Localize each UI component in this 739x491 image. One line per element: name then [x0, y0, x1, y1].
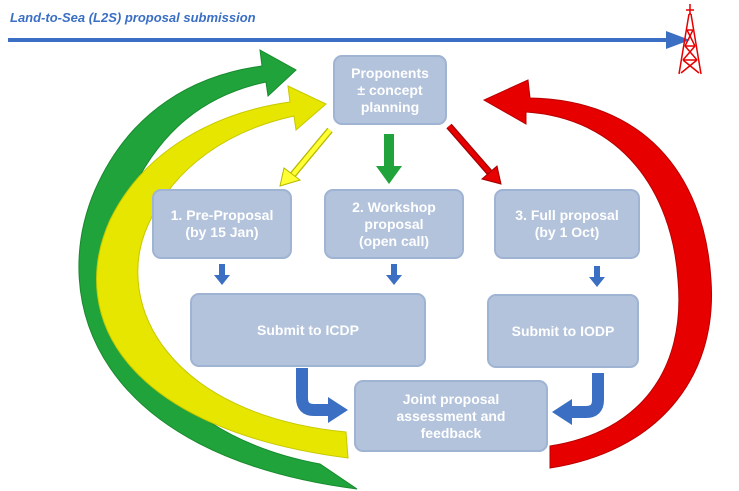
timeline-arrow: [8, 31, 690, 49]
arrow-to-workshop-proposal: [376, 134, 402, 184]
full-proposal-box: 3. Full proposal (by 1 Oct): [494, 189, 640, 259]
drill-rig-icon: [678, 4, 702, 75]
arrow-pre-to-icdp: [214, 264, 230, 285]
page-title: Land-to-Sea (L2S) proposal submission: [10, 10, 256, 25]
submit-iodp-box: Submit to IODP: [487, 294, 639, 368]
arrow-to-pre-proposal: [279, 127, 333, 187]
red-feedback-arrow: [482, 79, 713, 469]
arrow-workshop-to-icdp: [386, 264, 402, 285]
yellow-feedback-arrow: [96, 85, 349, 459]
arrow-icdp-to-assessment: [296, 368, 348, 423]
pre-proposal-box: 1. Pre-Proposal (by 15 Jan): [152, 189, 292, 259]
arrow-to-full-proposal: [446, 123, 502, 185]
arrow-iodp-to-assessment: [552, 373, 604, 425]
proponents-box: Proponents ± concept planning: [333, 55, 447, 125]
submit-icdp-box: Submit to ICDP: [190, 293, 426, 367]
arrow-full-to-iodp: [589, 266, 605, 287]
workshop-proposal-box: 2. Workshop proposal (open call): [324, 189, 464, 259]
joint-assessment-box: Joint proposal assessment and feedback: [354, 380, 548, 452]
